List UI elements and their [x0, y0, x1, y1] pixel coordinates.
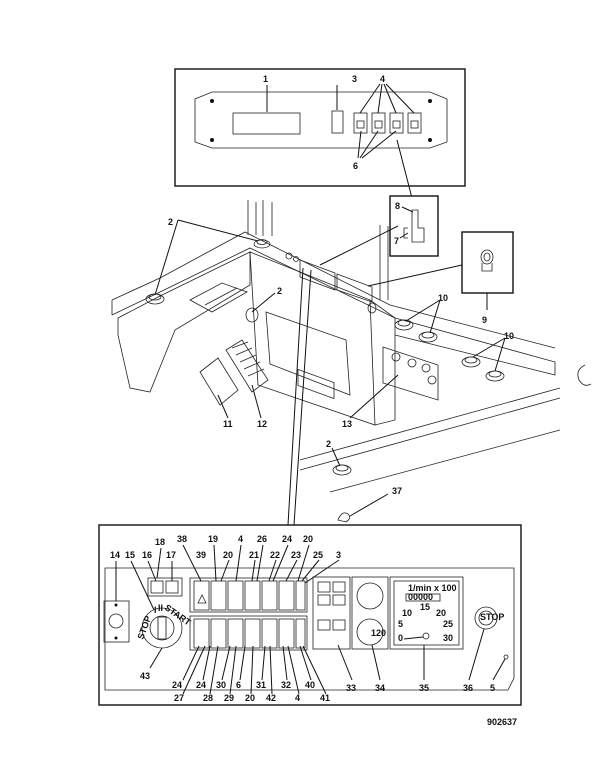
callout-2-floor: 2	[326, 439, 331, 449]
callout-10-a: 10	[438, 293, 448, 303]
warning-lamp-cluster	[312, 576, 351, 650]
cab-interior-drawing	[111, 200, 592, 526]
callout-24-bottom-a: 24	[172, 680, 182, 690]
callout-25: 25	[313, 550, 323, 560]
callout-23: 23	[291, 550, 301, 560]
switch-28[interactable]	[210, 618, 227, 649]
callout-37: 37	[392, 486, 402, 496]
callout-14: 14	[110, 550, 120, 560]
callout-17: 17	[166, 550, 176, 560]
callout-11: 11	[223, 419, 233, 429]
callout-3-panel: 3	[336, 550, 341, 560]
callout-34: 34	[375, 683, 385, 693]
gauge-cluster	[351, 576, 389, 650]
callout-7: 7	[394, 236, 399, 246]
callout-20-bottom: 20	[245, 693, 255, 703]
switch-39[interactable]	[193, 580, 210, 611]
callout-26: 26	[257, 534, 267, 544]
temperature-gauge	[356, 618, 384, 646]
callout-5: 5	[490, 683, 495, 693]
callout-32: 32	[281, 680, 291, 690]
callout-4: 4	[380, 74, 385, 84]
tachometer	[389, 576, 464, 650]
indicator-lamp-16	[150, 580, 164, 594]
callout-31: 31	[256, 680, 266, 690]
callout-36: 36	[463, 683, 473, 693]
callout-1: 1	[263, 74, 268, 84]
display-window	[232, 112, 301, 135]
callout-2-left: 2	[168, 217, 173, 227]
callout-13: 13	[342, 419, 352, 429]
callout-19: 19	[208, 534, 218, 544]
callout-6: 6	[353, 161, 358, 171]
callout-20-top2: 20	[303, 534, 313, 544]
callout-24-bottom-b: 24	[196, 680, 206, 690]
callout-16: 16	[142, 550, 152, 560]
callout-2-mid: 2	[277, 286, 282, 296]
callout-29: 29	[224, 693, 234, 703]
dashboard-leaders	[115, 544, 506, 695]
callout-39: 39	[196, 550, 206, 560]
callout-42: 42	[266, 693, 276, 703]
accelerator-pedal-left	[199, 357, 239, 406]
callout-24-top: 24	[282, 534, 292, 544]
callout-33: 33	[346, 683, 356, 693]
callout-9: 9	[482, 315, 487, 325]
callout-4-bottom: 4	[295, 693, 300, 703]
callout-21: 21	[249, 550, 259, 560]
stop-button-label: STOP	[480, 612, 504, 622]
callout-15: 15	[125, 550, 135, 560]
switch-24-bottom[interactable]	[193, 618, 210, 649]
switch-4-top[interactable]	[227, 580, 244, 611]
callout-38: 38	[177, 534, 187, 544]
key-switch-pos-two: II	[158, 603, 163, 613]
callout-3: 3	[352, 74, 357, 84]
hour-counter: 00000	[408, 592, 433, 602]
callout-18: 18	[155, 537, 165, 547]
tacho-25: 25	[443, 619, 453, 629]
callout-27: 27	[174, 693, 184, 703]
callout-30: 30	[216, 680, 226, 690]
top-console-panel	[174, 68, 466, 199]
tacho-0: 0	[398, 633, 403, 643]
tacho-5: 5	[398, 619, 403, 629]
callout-41: 41	[320, 693, 330, 703]
tacho-unit: 1/min x 100	[408, 583, 457, 593]
tacho-15: 15	[420, 602, 430, 612]
callout-20-top: 20	[223, 550, 233, 560]
callout-12: 12	[257, 419, 267, 429]
callout-4-top: 4	[238, 534, 243, 544]
small-part	[337, 512, 350, 523]
dashboard-panel: STOP START I II 120	[98, 524, 522, 706]
callout-28: 28	[203, 693, 213, 703]
callout-43: 43	[140, 671, 150, 681]
temp-gauge-reading: 120	[371, 628, 386, 638]
socket-detail-box	[461, 231, 514, 310]
callout-40: 40	[305, 680, 315, 690]
tacho-20: 20	[436, 608, 446, 618]
accelerator-pedal-right	[225, 339, 269, 393]
tacho-30: 30	[443, 633, 453, 643]
callout-10-b: 10	[504, 331, 514, 341]
callout-35: 35	[419, 683, 429, 693]
panel-lamp	[331, 110, 344, 134]
callout-6-panel: 6	[236, 680, 241, 690]
tacho-10: 10	[402, 608, 412, 618]
switch-32[interactable]	[278, 618, 295, 649]
emergency-stop-button[interactable]	[474, 606, 498, 630]
switch-31[interactable]	[261, 618, 278, 649]
fuel-gauge	[356, 582, 384, 610]
key-switch-pos-one: I	[154, 605, 157, 615]
switch-20-top[interactable]	[210, 580, 227, 611]
callout-22: 22	[270, 550, 280, 560]
drawing-number: 902637	[487, 717, 517, 727]
callout-8: 8	[395, 201, 400, 211]
